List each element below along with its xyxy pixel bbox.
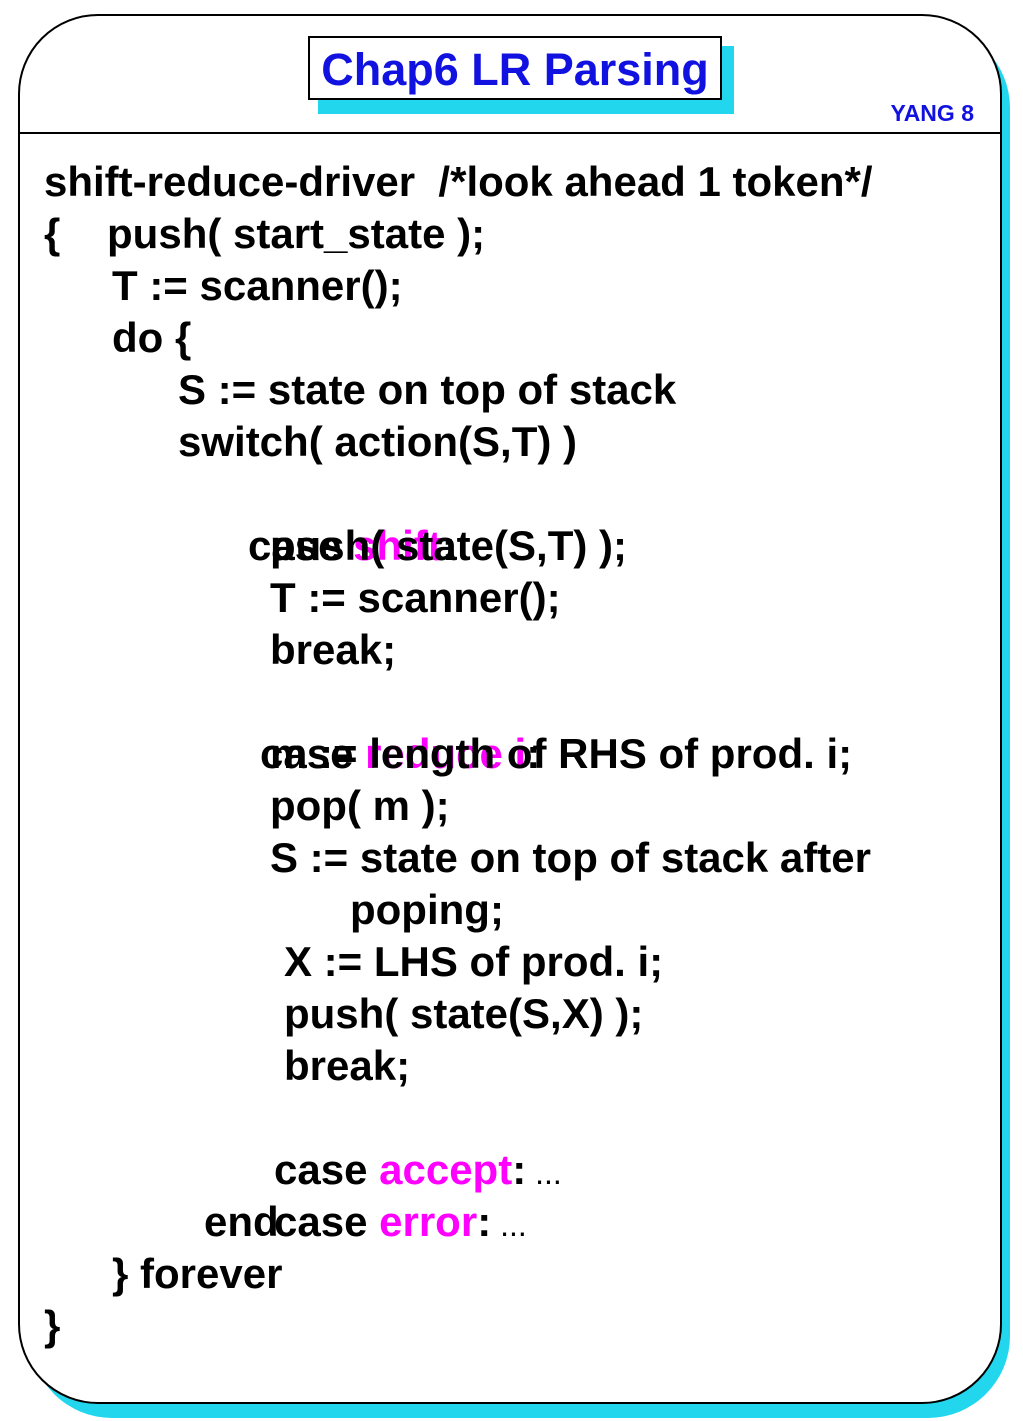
case-label-error: error bbox=[379, 1198, 478, 1245]
case-keyword: case bbox=[274, 1146, 380, 1193]
code-line-10: break; bbox=[270, 626, 397, 673]
case-label-reduce: reduce i bbox=[365, 730, 527, 777]
code-line-17: push( state(S,X) ); bbox=[284, 990, 644, 1037]
code-line-5: S := state on top of stack bbox=[178, 366, 677, 413]
case-label-accept: accept bbox=[379, 1146, 513, 1193]
code-line-16: X := LHS of prod. i; bbox=[284, 938, 664, 985]
page-label: YANG 8 bbox=[890, 100, 974, 126]
slide: Chap6 LR Parsing YANG 8 shift-reduce-dri… bbox=[18, 14, 1002, 1404]
case-keyword: case bbox=[260, 730, 366, 777]
slide-title: Chap6 LR Parsing bbox=[321, 44, 709, 95]
title-box: Chap6 LR Parsing bbox=[308, 36, 722, 100]
code-line-9: T := scanner(); bbox=[270, 574, 561, 621]
case-keyword: case bbox=[274, 1198, 380, 1245]
case-colon: : bbox=[477, 1198, 492, 1245]
header-divider bbox=[20, 132, 1000, 134]
case-keyword: case bbox=[248, 522, 354, 569]
code-line-22: } forever bbox=[112, 1250, 283, 1297]
code-line-20: case error: ... bbox=[204, 1144, 527, 1245]
code-line-1: shift-reduce-driver /*look ahead 1 token… bbox=[44, 158, 873, 205]
code-line-13: pop( m ); bbox=[270, 782, 450, 829]
code-line-12: m := length of RHS of prod. i; bbox=[270, 730, 853, 777]
code-line-15: poping; bbox=[350, 886, 504, 933]
code-line-11: case reduce i: bbox=[190, 676, 540, 777]
code-line-8: push( state(S,T) ); bbox=[270, 522, 627, 569]
code-line-6: switch( action(S,T) ) bbox=[178, 418, 577, 465]
code-line-4: do { bbox=[112, 314, 192, 361]
code-line-23: } bbox=[44, 1302, 61, 1349]
case-colon: : bbox=[441, 522, 456, 569]
code-line-14: S := state on top of stack after bbox=[270, 834, 871, 881]
code-line-21: end bbox=[204, 1198, 279, 1245]
code-line-3: T := scanner(); bbox=[112, 262, 403, 309]
ellipsis: ... bbox=[526, 1155, 562, 1191]
code-line-2: { push( start_state ); bbox=[44, 210, 486, 257]
case-colon: : bbox=[512, 1146, 527, 1193]
case-colon: : bbox=[526, 730, 541, 777]
code-line-18: break; bbox=[284, 1042, 411, 1089]
ellipsis: ... bbox=[491, 1207, 527, 1243]
case-label-shift: shift bbox=[353, 522, 442, 569]
code-line-7: case shift: bbox=[178, 468, 456, 569]
code-line-19: case accept: ... bbox=[204, 1092, 562, 1193]
